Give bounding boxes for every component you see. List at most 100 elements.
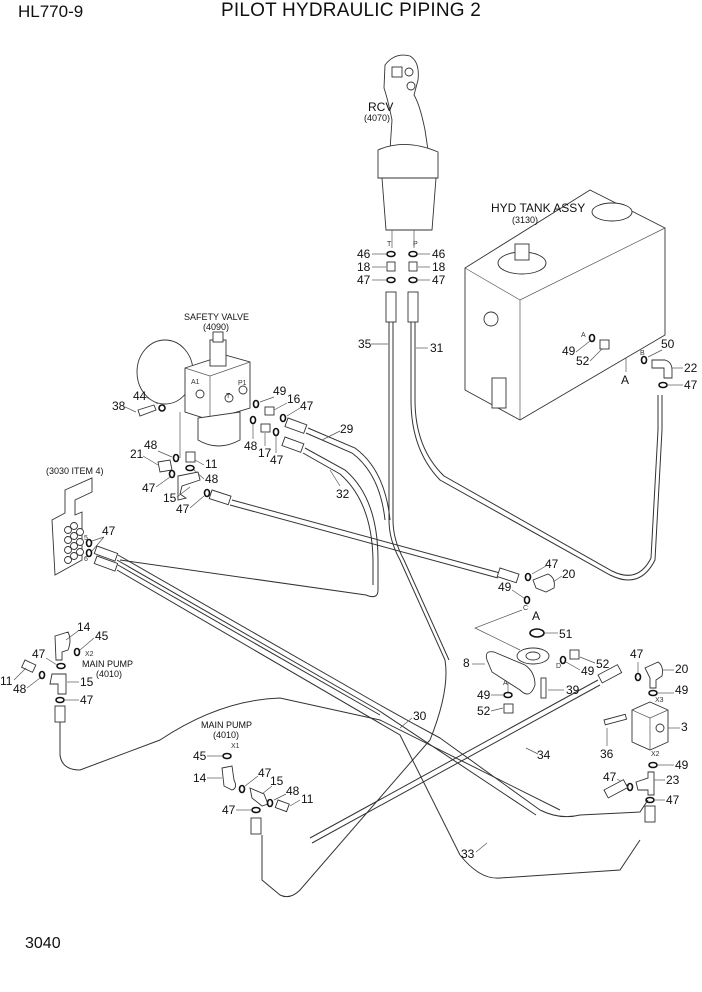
flange-elbow [485,647,550,695]
port-b: B [640,350,645,357]
callout-29: 29 [340,422,354,436]
callout-20: 20 [675,662,689,676]
callout-48: 48 [205,472,219,486]
view-a-label: A [621,373,629,387]
safety-valve-name: SAFETY VALVE [184,312,249,322]
port-p: P [413,241,418,248]
callout-18: 18 [432,260,446,274]
callout-49: 49 [477,688,491,702]
callout-47: 47 [432,273,446,287]
callout-52: 52 [596,657,610,671]
safety-valve [136,331,251,447]
rcv-code: (4070) [364,113,390,123]
hose-34 [59,679,601,844]
manifold-block [51,477,93,576]
callout-49: 49 [498,580,512,594]
callout-11: 11 [301,792,314,806]
callout-21: 21 [130,447,144,461]
hose-30 [116,554,649,818]
model-number: HL770-9 [18,2,84,21]
callout-48: 48 [144,438,158,452]
callout-47: 47 [176,502,190,516]
rcv-name: RCV [368,100,393,114]
port-c: C [523,605,528,612]
callout-49: 49 [675,758,689,772]
callout-30: 30 [413,709,427,723]
callout-47: 47 [684,378,698,392]
callout-46: 46 [432,247,446,261]
hose-29 [284,417,391,521]
rcv-joystick [377,54,439,231]
callout-23: 23 [666,773,680,787]
port-d: D [556,663,561,670]
callout-52: 52 [477,704,491,718]
hyd-tank-code: (3130) [512,215,538,225]
callout-15: 15 [80,675,94,689]
port-a2: A [503,680,508,687]
callout-47: 47 [102,524,116,538]
callout-15: 15 [163,491,177,505]
main-pump-1-name: MAIN PUMP [82,659,133,669]
main-pump-2-code: (4010) [213,730,239,740]
callout-15: 15 [270,774,284,788]
port-x1: X1 [231,743,240,750]
main-pump-2-name: MAIN PUMP [201,720,252,730]
callout-48: 48 [244,439,258,453]
hose-31 [410,322,663,581]
callout-16: 16 [287,392,301,406]
hyd-tank-name: HYD TANK ASSY [491,201,585,215]
callout-46: 46 [357,247,371,261]
callout-49: 49 [581,664,595,678]
page-title: PILOT HYDRAULIC PIPING 2 [221,0,481,21]
callout-35: 35 [358,337,372,351]
callout-11: 11 [205,457,218,471]
callout-32: 32 [336,487,350,501]
port-6: 6 [84,556,88,563]
port-x2b: X2 [651,751,660,758]
hose-35 [261,322,450,898]
port-sv-t: T [226,393,231,400]
callout-47: 47 [603,770,617,784]
callout-49: 49 [273,384,287,398]
callout-17: 17 [258,446,272,460]
hyd-tank [464,189,666,421]
callout-47: 47 [300,399,314,413]
callout-36: 36 [600,747,614,761]
port-a1: A1 [191,379,200,386]
callout-49: 49 [562,344,576,358]
callout-47: 47 [545,557,559,571]
block-ref-code: (3030 ITEM 4) [46,466,104,476]
callout-47: 47 [142,481,156,495]
view-a-detail-label: A [532,609,540,623]
callout-48: 48 [286,784,300,798]
callout-51: 51 [559,627,573,641]
callout-45: 45 [193,749,207,763]
callout-47: 47 [222,803,236,817]
valve-block-3 [631,701,669,751]
port-5: 5 [84,535,88,542]
callout-47: 47 [357,273,371,287]
page-number: 3040 [25,935,61,952]
callout-47: 47 [258,766,272,780]
safety-valve-code: (4090) [203,322,229,332]
callout-14: 14 [77,620,91,634]
port-x3: X3 [655,697,664,704]
callout-38: 38 [112,399,126,413]
callout-47: 47 [630,647,644,661]
callout-18: 18 [357,260,371,274]
hose-32 [119,436,379,598]
hose-33 [116,564,641,879]
port-x2: X2 [85,651,94,658]
callout-3: 3 [681,720,688,734]
port-p1: P1 [238,380,247,387]
callout-22: 22 [684,361,698,375]
callout-47: 47 [32,647,46,661]
callout-34: 34 [537,748,551,762]
port-a: A [581,332,586,339]
callout-14: 14 [193,771,207,785]
callout-31: 31 [430,341,444,355]
callout-47: 47 [80,693,94,707]
callout-39: 39 [566,683,580,697]
callout-8: 8 [463,656,470,670]
